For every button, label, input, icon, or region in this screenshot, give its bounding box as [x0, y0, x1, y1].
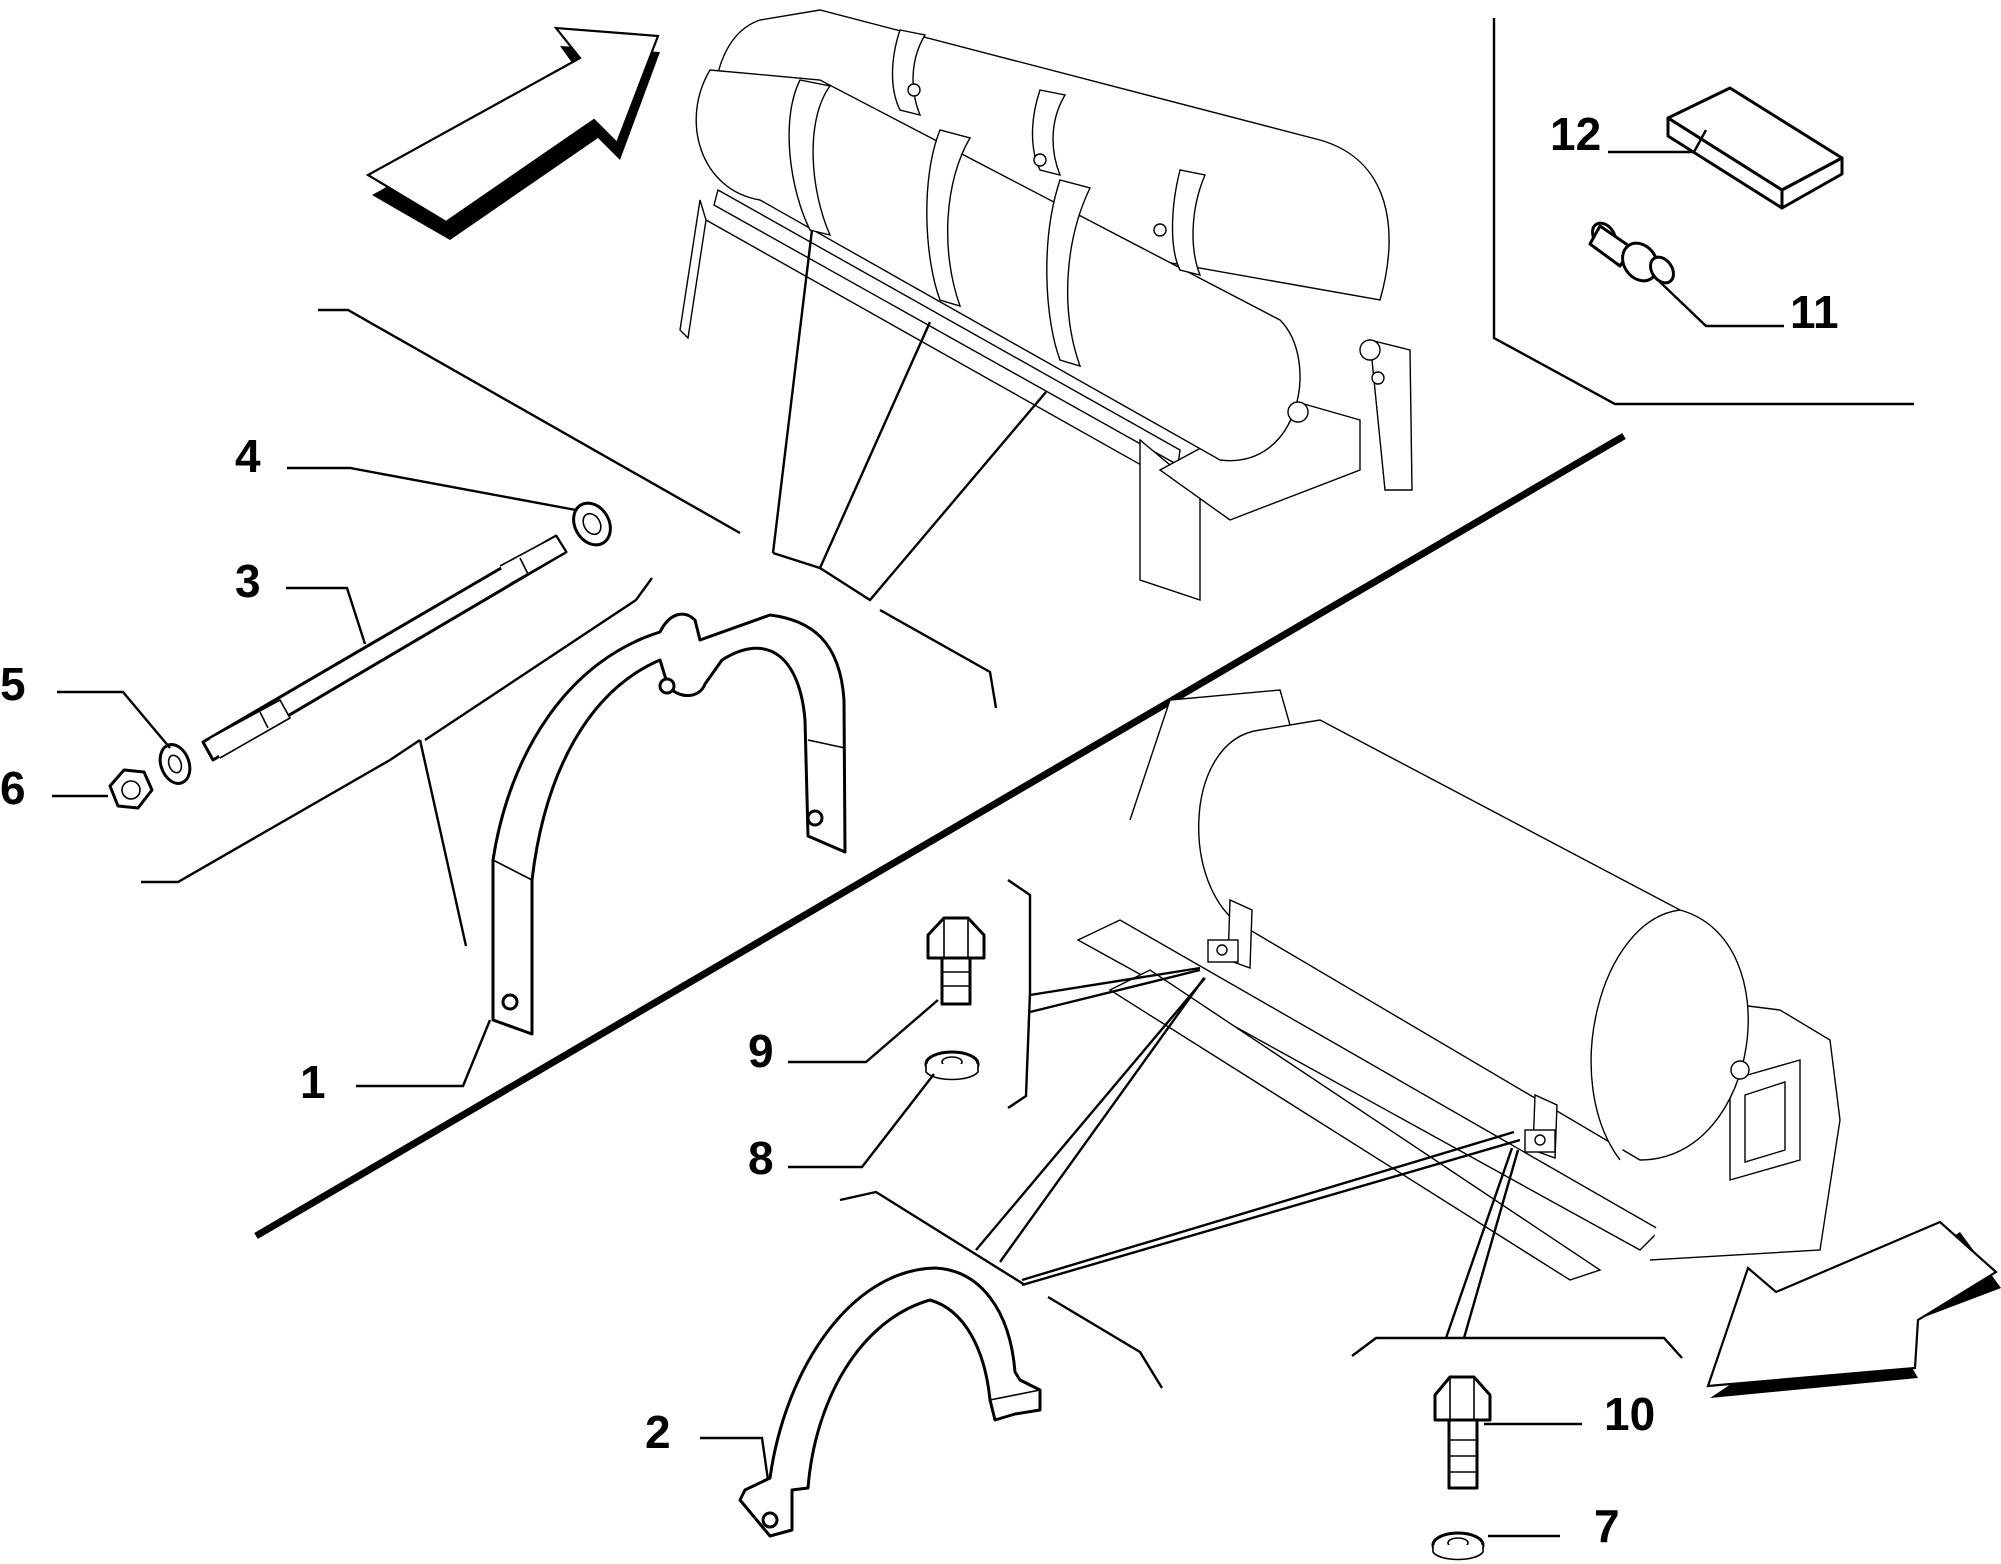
callout-8: 8: [748, 1132, 774, 1184]
lower-tank-assembly: [1076, 689, 1841, 1281]
part-4-spacer: [572, 501, 612, 547]
callout-11: 11: [1790, 286, 1839, 338]
callout-9: 9: [748, 1025, 774, 1077]
part-11-pin: [1588, 221, 1675, 285]
part-6-hex-nut: [108, 768, 154, 810]
callout-5: 5: [0, 658, 26, 710]
part-9-bolt: [926, 916, 986, 1006]
callout-10: 10: [1604, 1388, 1655, 1440]
part-2-tank-clamp: [738, 1266, 1042, 1538]
callout-6: 6: [0, 762, 26, 814]
part-1-tank-strap: [491, 612, 847, 1036]
callout-3: 3: [235, 555, 261, 607]
callout-2: 2: [645, 1406, 671, 1458]
direction-arrow-icon: [365, 26, 660, 240]
leader-lines: [52, 129, 1784, 1538]
part-5-washer: [158, 743, 192, 785]
part-12-pad: [1666, 86, 1844, 210]
part-8-washer: [924, 1050, 980, 1081]
callout-1: 1: [300, 1056, 326, 1108]
callout-7: 7: [1594, 1500, 1620, 1552]
part-10-bolt: [1433, 1375, 1492, 1490]
section-divider: [254, 432, 1626, 1240]
callout-4: 4: [235, 430, 261, 482]
callout-labels: 1 2 3 4 5 6 7 8 9 10 11 12: [0, 108, 1839, 1552]
inset-frame: [1492, 18, 1914, 406]
upper-tank-assembly: [679, 9, 1413, 601]
part-3-threaded-rod: [201, 534, 568, 762]
callout-12: 12: [1550, 108, 1601, 160]
direction-arrow-icon: [1706, 1220, 2001, 1398]
part-7-washer: [1431, 1531, 1485, 1561]
